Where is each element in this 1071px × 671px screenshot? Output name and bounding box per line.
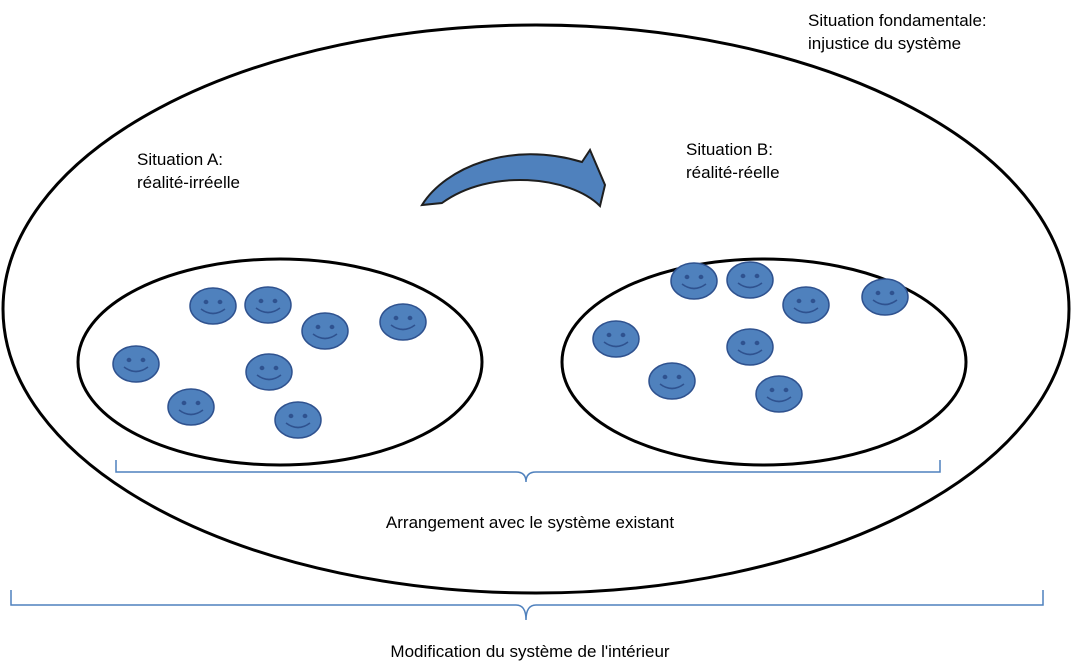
smiley-face-icon [648, 362, 696, 400]
smiley-face-icon [592, 320, 640, 358]
smiley-face-icon [726, 261, 774, 299]
fundamental-situation-ellipse [1, 23, 1071, 595]
curved-arrow-icon [420, 147, 607, 208]
smiley-face-icon [755, 375, 803, 413]
situation-a-subtitle: réalité-irréelle [137, 173, 240, 192]
outer-brace-label: Modification du système de l'intérieur [390, 642, 670, 661]
smiley-face-icon [112, 345, 160, 383]
situation-b-title: Situation B: [686, 140, 773, 159]
outer-brace [10, 590, 1044, 621]
situation-b-ellipse [560, 257, 968, 467]
situation-a-ellipse [76, 257, 484, 467]
smiley-face-icon [189, 287, 237, 325]
smiley-face-icon [726, 328, 774, 366]
fundamental-situation-subtitle: injustice du système [808, 34, 962, 53]
fundamental-situation-title: Situation fondamentale: [808, 11, 987, 30]
inner-brace-label: Arrangement avec le système existant [385, 513, 675, 532]
situation-a-title: Situation A: [137, 150, 224, 169]
situation-b-subtitle: réalité-réelle [686, 163, 780, 182]
inner-brace [115, 460, 941, 483]
smiley-face-icon [379, 303, 427, 341]
smiley-face-icon [244, 286, 292, 324]
smiley-face-icon [274, 401, 322, 439]
smiley-face-icon [167, 388, 215, 426]
smiley-face-icon [670, 262, 718, 300]
smiley-face-icon [861, 278, 909, 316]
situation-b-smileys [592, 261, 909, 413]
smiley-face-icon [245, 353, 293, 391]
smiley-face-icon [782, 286, 830, 324]
smiley-face-icon [301, 312, 349, 350]
situation-a-smileys [112, 286, 427, 439]
